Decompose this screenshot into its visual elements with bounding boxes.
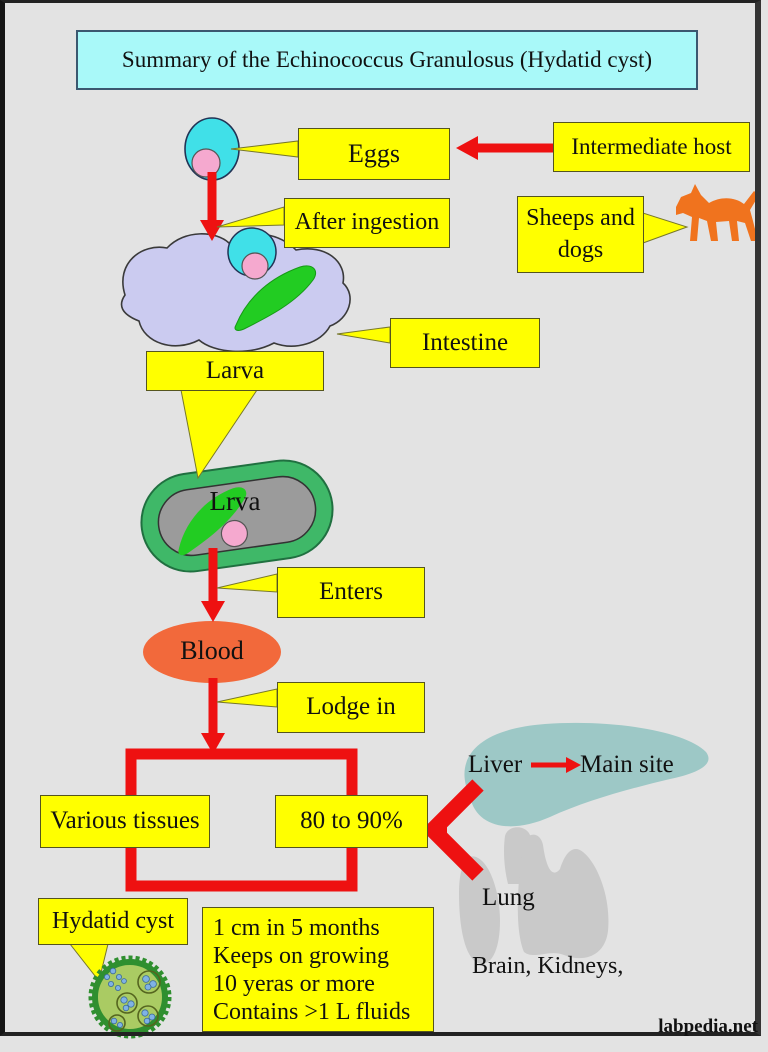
larva-label: Larva — [205, 356, 265, 384]
watermark: labpedia.net — [658, 1016, 758, 1037]
arrow-liver-to-mainsite-head — [566, 757, 581, 773]
callout-tails — [68, 140, 689, 983]
red-arrows — [200, 136, 581, 881]
growth-line-3: 10 yeras or more — [213, 971, 375, 997]
percent-label: 80 to 90% — [300, 807, 403, 835]
various-tissues-label-box: Various tissues — [40, 795, 210, 848]
eggs-label-box: Eggs — [298, 128, 450, 180]
intermediate-host-label-box: Intermediate host — [553, 122, 750, 172]
chevron-arrow-tip — [424, 820, 447, 840]
enters-label: Enters — [319, 578, 383, 606]
blood-shape — [143, 621, 281, 683]
egg-nucleus-icon — [191, 148, 221, 178]
capsule-nucleus-icon — [220, 519, 249, 548]
intestine-shape — [120, 233, 351, 353]
after-ingestion-label-box: After ingestion — [284, 198, 450, 248]
after-ingestion-label: After ingestion — [294, 209, 440, 236]
liver-label: Liver — [468, 751, 523, 778]
sheep-dogs-label: Sheeps and dogs — [526, 205, 635, 263]
blood-label: Blood — [180, 636, 244, 665]
intestine-egg-nucleus-icon — [241, 252, 269, 280]
sheep-dogs-label-box: Sheeps and dogs — [517, 196, 644, 273]
intestine-larva-icon — [234, 265, 317, 331]
lung-shape — [459, 827, 609, 964]
hydatid-cyst-label-box: Hydatid cyst — [38, 898, 188, 945]
diagram-title: Summary of the Echinococcus Granulosus (… — [76, 30, 698, 90]
growth-info-box: 1 cm in 5 months Keeps on growing 10 yer… — [202, 907, 434, 1032]
larva-label-box: Larva — [146, 351, 324, 391]
slide-border-frame — [0, 0, 761, 1036]
capsule-larva-icon — [178, 487, 247, 556]
lodge-in-label: Lodge in — [306, 693, 396, 721]
arrow-blood-to-loop-head — [201, 733, 225, 754]
arrow-egg-to-intestine-head — [200, 220, 224, 241]
hydatid-cyst-label: Hydatid cyst — [52, 907, 174, 934]
growth-line-4: Contains >1 L fluids — [213, 999, 411, 1025]
intestine-label: Intestine — [421, 328, 509, 356]
hydatid-cyst-icon — [88, 955, 172, 1039]
lodge-in-label-box: Lodge in — [277, 682, 425, 733]
percent-label-box: 80 to 90% — [275, 795, 428, 848]
larva-capsule-shape — [140, 459, 334, 573]
diagram-title-text: Summary of the Echinococcus Granulosus (… — [121, 47, 653, 72]
arrow-intermediate-to-eggs-head — [456, 136, 478, 160]
lung-label: Lung — [482, 884, 535, 911]
dog-icon — [676, 184, 759, 241]
enters-label-box: Enters — [277, 567, 425, 618]
intestine-label-box: Intestine — [390, 318, 540, 368]
capsule-larva-label: Lrva — [209, 486, 261, 516]
eggs-label: Eggs — [348, 139, 400, 169]
growth-line-1: 1 cm in 5 months — [213, 915, 380, 941]
main-site-label: Main site — [580, 751, 674, 778]
intermediate-host-label: Intermediate host — [571, 133, 732, 159]
various-tissues-label: Various tissues — [50, 807, 200, 835]
arrow-capsule-to-blood-head — [201, 601, 225, 622]
growth-line-2: Keeps on growing — [213, 943, 389, 969]
liver-shape — [464, 722, 709, 827]
other-sites-label: Brain, Kidneys, — [472, 953, 624, 979]
